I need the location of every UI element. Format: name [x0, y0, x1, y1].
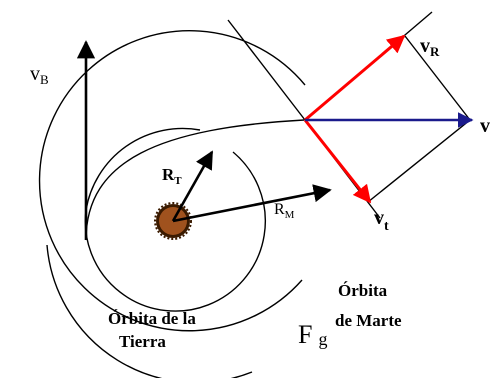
tangent-line-upper — [227, 19, 306, 121]
label-v: v — [480, 115, 490, 137]
label-v-r: vR — [420, 35, 440, 59]
radius-earth-arrow — [171, 150, 214, 222]
transfer-orbit — [85, 119, 305, 241]
mars-orbit — [38, 30, 306, 332]
label-v-b: vB — [30, 63, 49, 87]
construction-line-right — [404, 35, 471, 121]
label-v-t: vt — [374, 207, 389, 234]
construction-line-bottom — [367, 119, 471, 203]
radius-mars-arrow — [172, 184, 332, 223]
mars-orbit-lower — [46, 244, 253, 378]
earth-orbit — [84, 127, 267, 312]
velocity-radial-arrow — [304, 34, 406, 122]
label-orbita-marte-line2: de Marte — [335, 311, 402, 330]
velocity-tangential-arrow — [303, 119, 372, 204]
label-orbita-marte-line1: Órbita — [338, 281, 388, 300]
label-orbita-tierra-line1: Órbita de la — [108, 309, 196, 328]
label-orbita-tierra-line2: Tierra — [119, 332, 166, 351]
label-r-m: RM — [274, 201, 295, 221]
label-r-t: RT — [162, 165, 182, 187]
